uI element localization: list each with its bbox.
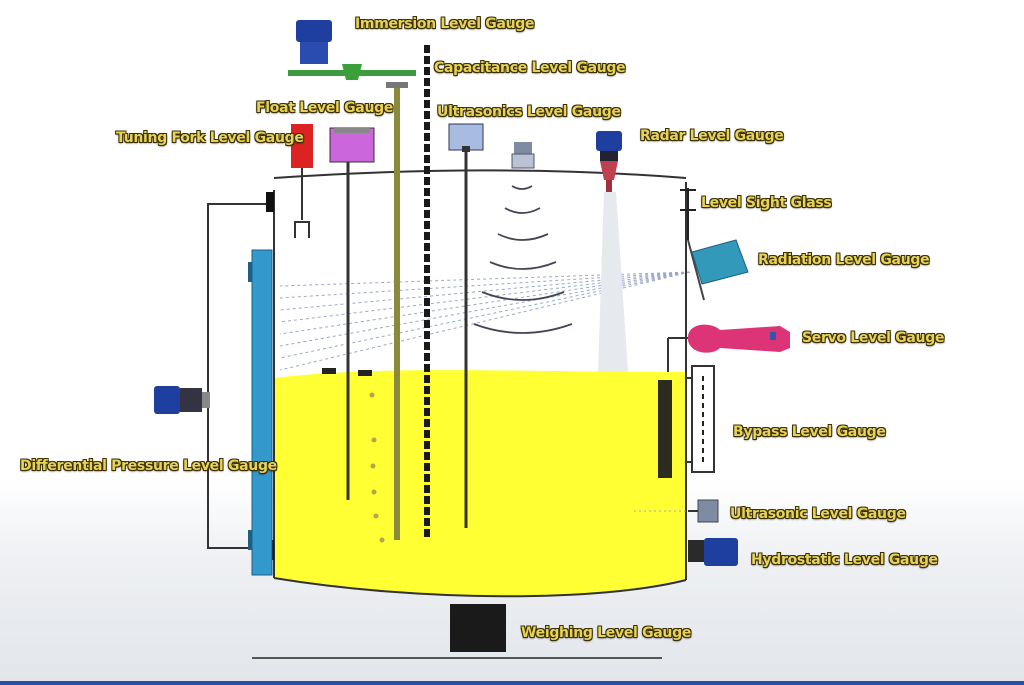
label-servo-level-gauge: Servo Level Gauge	[802, 330, 945, 346]
float-level-gauge	[322, 127, 375, 500]
ultrasonic-side-sensor	[634, 499, 719, 523]
ultrasonic-top-sensor	[511, 142, 535, 169]
label-immersion-level-gauge: Immersion Level Gauge	[355, 16, 535, 32]
tuning-fork-gauge	[291, 124, 313, 238]
bypass-level-gauge	[658, 365, 715, 478]
level-sight-glass	[680, 188, 696, 240]
label-hydrostatic-level-gauge: Hydrostatic Level Gauge	[751, 552, 938, 568]
tank-body	[273, 169, 687, 598]
label-level-sight-glass: Level Sight Glass	[701, 195, 832, 211]
bottom-edge-bar	[0, 681, 1024, 685]
label-radiation-level-gauge: Radiation Level Gauge	[758, 252, 930, 268]
label-ultrasonics-level-gauge: Ultrasonics Level Gauge	[437, 104, 621, 120]
ultrasonics-probe	[448, 123, 484, 528]
weighing-load-cell	[450, 604, 506, 652]
label-radar-level-gauge: Radar Level Gauge	[640, 128, 784, 144]
radiation-beams	[279, 271, 691, 371]
label-ultrasonic-level-gauge: Ultrasonic Level Gauge	[730, 506, 906, 522]
immersion-level-gauge	[288, 20, 416, 540]
hydrostatic-level-gauge	[688, 538, 738, 566]
label-differential-pressure-level-gauge: Differential Pressure Level Gauge	[20, 458, 277, 474]
radiation-level-gauge	[687, 239, 749, 301]
ultrasonic-waves	[473, 185, 573, 334]
label-bypass-level-gauge: Bypass Level Gauge	[733, 424, 886, 440]
label-capacitance-level-gauge: Capacitance Level Gauge	[434, 60, 626, 76]
label-weighing-level-gauge: Weighing Level Gauge	[521, 625, 692, 641]
label-tuning-fork-level-gauge: Tuning Fork Level Gauge	[116, 130, 304, 146]
servo-level-gauge	[667, 324, 790, 372]
label-float-level-gauge: Float Level Gauge	[256, 100, 394, 116]
radar-level-gauge	[596, 131, 622, 192]
liquid-fill	[274, 370, 686, 596]
radar-beam	[598, 192, 628, 372]
magnetic-bypass-column	[248, 249, 273, 576]
bubbles	[369, 392, 385, 543]
